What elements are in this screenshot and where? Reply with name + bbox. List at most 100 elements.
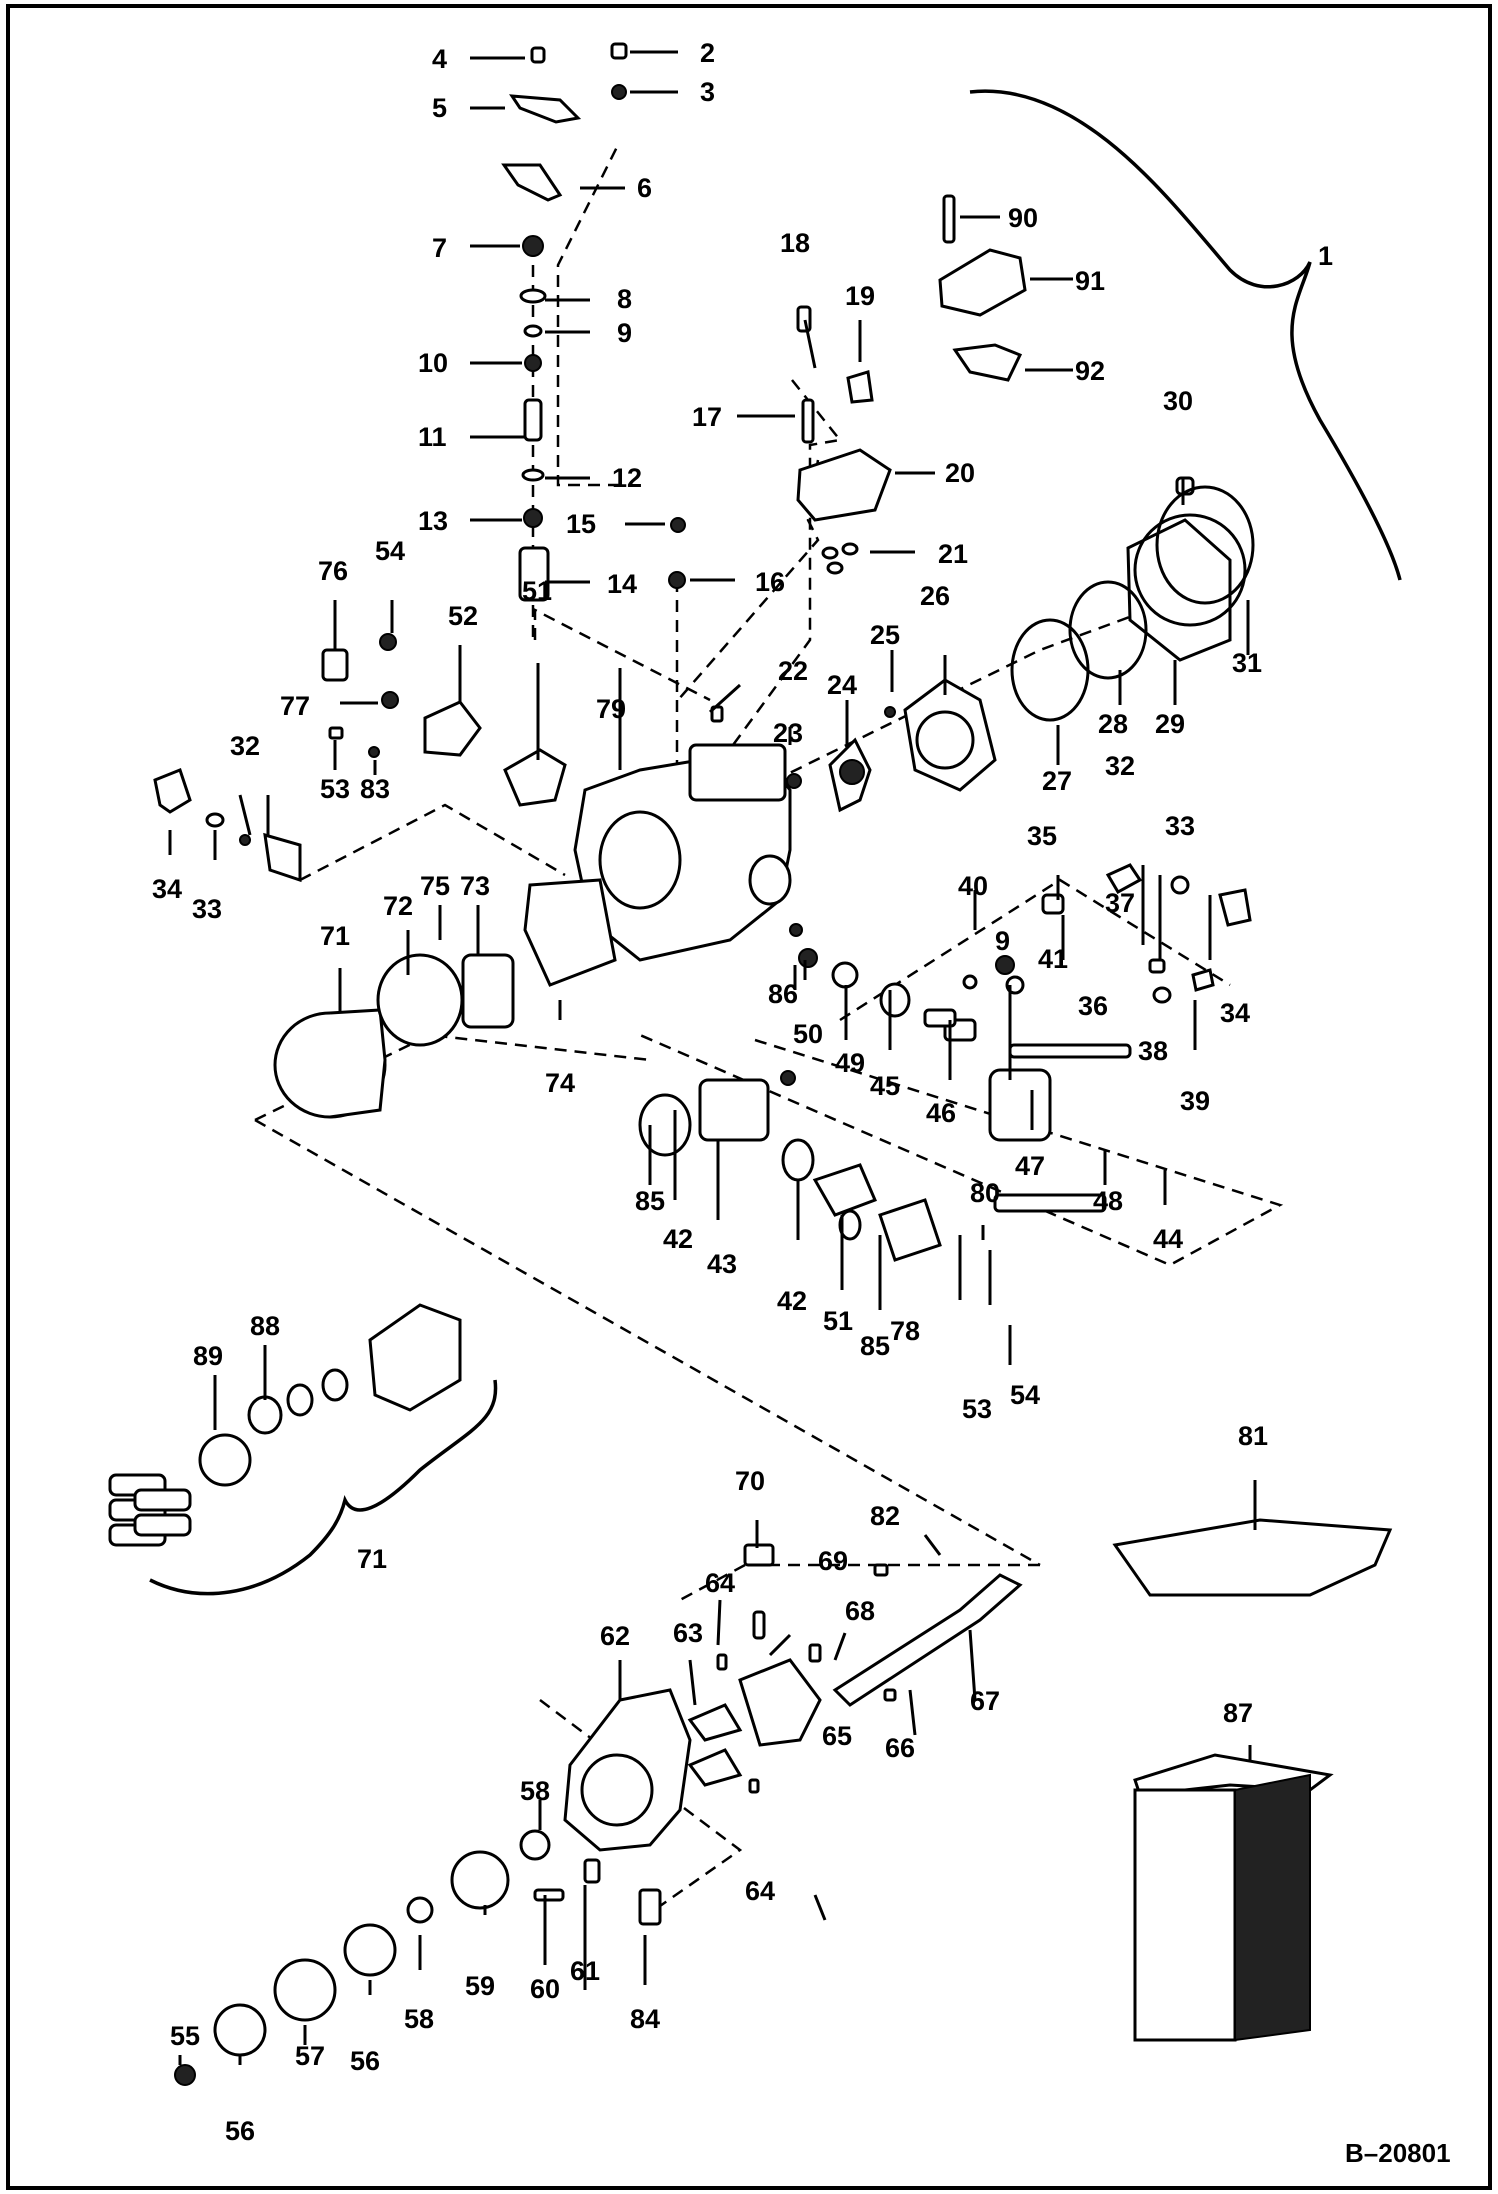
callout-17: 17 [692, 402, 722, 432]
callout-10: 10 [418, 348, 448, 378]
callout-27: 27 [1042, 766, 1072, 796]
callout-45: 45 [870, 1071, 900, 1101]
callout-51b: 51 [823, 1306, 853, 1336]
callout-19: 19 [845, 281, 875, 311]
callout-79: 79 [596, 694, 626, 724]
callout-1: 1 [1318, 241, 1333, 271]
callout-86: 86 [768, 979, 798, 1009]
callout-91: 91 [1075, 266, 1105, 296]
callout-21: 21 [938, 539, 968, 569]
callout-61: 61 [570, 1956, 600, 1986]
callout-labels: 1 2 3 4 5 6 7 8 9 10 11 12 13 14 15 16 1… [152, 38, 1333, 2146]
callout-43: 43 [707, 1249, 737, 1279]
callout-56: 56 [350, 2046, 380, 2076]
callout-53: 53 [320, 774, 350, 804]
callout-78: 78 [890, 1316, 920, 1346]
callout-87: 87 [1223, 1698, 1253, 1728]
callout-32: 32 [230, 731, 260, 761]
callout-7: 7 [432, 233, 447, 263]
callout-82: 82 [870, 1501, 900, 1531]
callout-83: 83 [360, 774, 390, 804]
callout-54: 54 [375, 536, 405, 566]
callout-72: 72 [383, 891, 413, 921]
callout-25: 25 [870, 620, 900, 650]
callout-32b: 32 [1105, 751, 1135, 781]
callout-64: 64 [705, 1568, 735, 1598]
callout-56b: 56 [225, 2116, 255, 2146]
callout-66: 66 [885, 1733, 915, 1763]
callout-30: 30 [1163, 386, 1193, 416]
callout-44: 44 [1153, 1224, 1183, 1254]
callout-14: 14 [607, 569, 637, 599]
callout-33: 33 [192, 894, 222, 924]
callout-16: 16 [755, 567, 785, 597]
callout-89: 89 [193, 1341, 223, 1371]
callout-26: 26 [920, 581, 950, 611]
callout-8: 8 [617, 284, 632, 314]
callout-15: 15 [566, 509, 596, 539]
callout-85b: 85 [860, 1331, 890, 1361]
callout-33b: 33 [1165, 811, 1195, 841]
callout-12: 12 [612, 463, 642, 493]
brace-kit-71 [149, 1379, 498, 1596]
callout-58: 58 [520, 1776, 550, 1806]
callout-68: 68 [845, 1596, 875, 1626]
callout-6: 6 [637, 173, 652, 203]
callout-31: 31 [1232, 648, 1262, 678]
callout-85: 85 [635, 1186, 665, 1216]
assembly-lines [254, 144, 1284, 1922]
diagram-border [6, 4, 1492, 2190]
callout-50: 50 [793, 1019, 823, 1049]
callout-65: 65 [822, 1721, 852, 1751]
callout-88: 88 [250, 1311, 280, 1341]
callout-29: 29 [1155, 709, 1185, 739]
callout-60: 60 [530, 1974, 560, 2004]
parts [108, 42, 1393, 2086]
callout-34: 34 [152, 874, 182, 904]
figure-reference: B–20801 [1345, 2138, 1451, 2168]
callout-74: 74 [545, 1068, 575, 1098]
callout-73: 73 [460, 871, 490, 901]
callout-37: 37 [1105, 888, 1135, 918]
callout-23: 23 [773, 718, 803, 748]
callout-81: 81 [1238, 1421, 1268, 1451]
callout-28: 28 [1098, 709, 1128, 739]
callout-59: 59 [465, 1971, 495, 2001]
callout-64b: 64 [745, 1876, 775, 1906]
callout-70: 70 [735, 1466, 765, 1496]
callout-80: 80 [970, 1178, 1000, 1208]
callout-3: 3 [700, 77, 715, 107]
callout-92: 92 [1075, 356, 1105, 386]
callout-20: 20 [945, 458, 975, 488]
callout-22: 22 [778, 656, 808, 686]
callout-40: 40 [958, 871, 988, 901]
callout-36: 36 [1078, 991, 1108, 1021]
callout-13: 13 [418, 506, 448, 536]
callout-76: 76 [318, 556, 348, 586]
piston-set [108, 1473, 192, 1547]
callout-18: 18 [780, 228, 810, 258]
callout-75: 75 [420, 871, 450, 901]
callout-67: 67 [970, 1686, 1000, 1716]
callout-69: 69 [818, 1546, 848, 1576]
callout-49: 49 [835, 1048, 865, 1078]
callout-63: 63 [673, 1618, 703, 1648]
callout-38: 38 [1138, 1036, 1168, 1066]
callout-48: 48 [1093, 1186, 1123, 1216]
callout-5: 5 [432, 93, 447, 123]
callout-53b: 53 [962, 1394, 992, 1424]
leader-lines [168, 50, 1257, 2065]
callout-71b: 71 [357, 1544, 387, 1574]
callout-41: 41 [1038, 944, 1068, 974]
callout-58b: 58 [404, 2004, 434, 2034]
callout-42b: 42 [777, 1286, 807, 1316]
callout-39: 39 [1180, 1086, 1210, 1116]
callout-47: 47 [1015, 1151, 1045, 1181]
callout-71: 71 [320, 921, 350, 951]
callout-77: 77 [280, 691, 310, 721]
callout-46: 46 [926, 1098, 956, 1128]
callout-62: 62 [600, 1621, 630, 1651]
callout-84: 84 [630, 2004, 660, 2034]
callout-42: 42 [663, 1224, 693, 1254]
